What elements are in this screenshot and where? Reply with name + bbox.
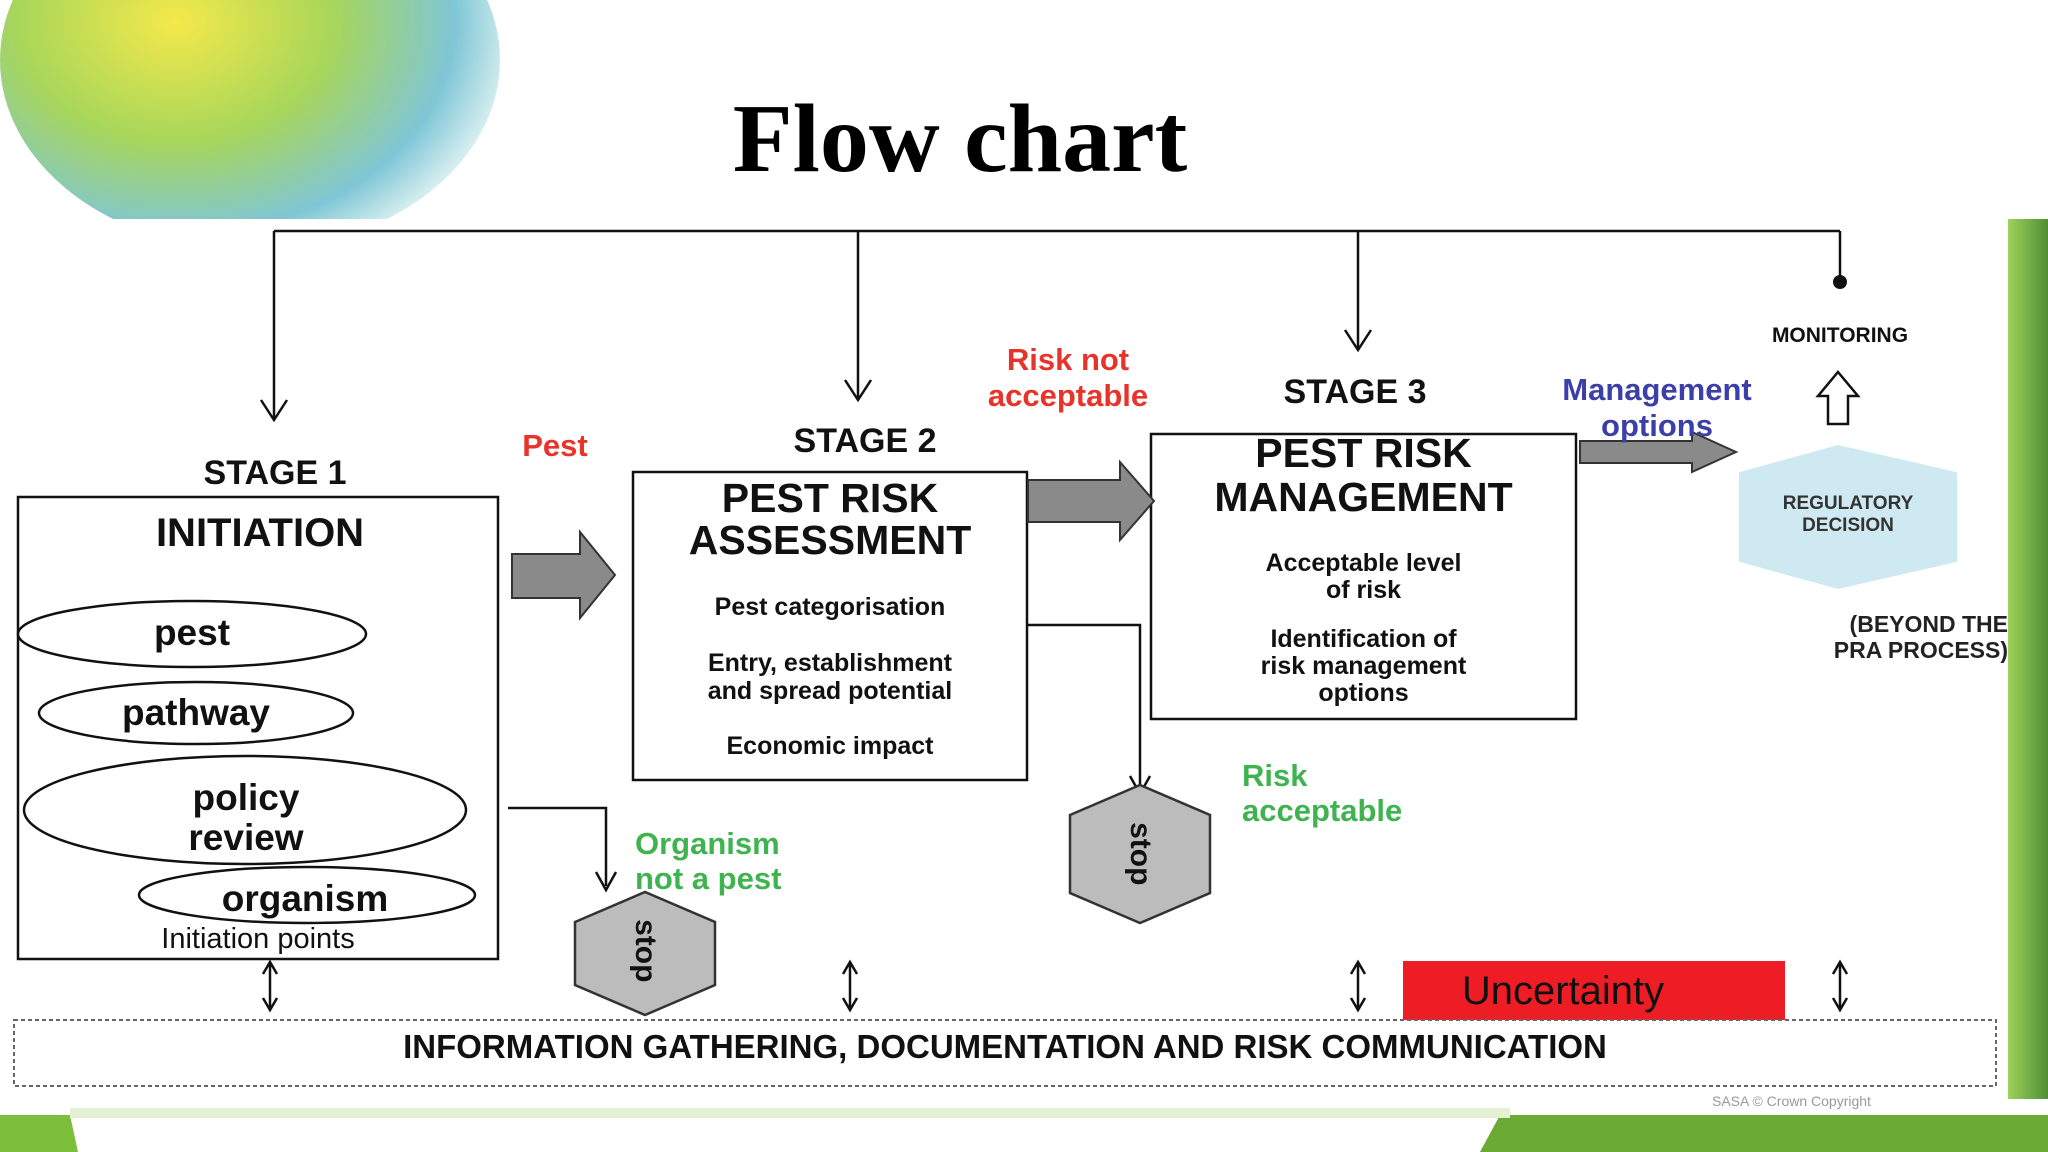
stop-label-1: stop [628, 919, 662, 983]
management-line-1b: of risk [1325, 576, 1402, 604]
ellipse-pest [16, 599, 368, 669]
assessment-line-1: Pest categorisation [714, 593, 946, 621]
arrowhead-initiation-stop [594, 871, 618, 893]
uncertainty-box [1403, 961, 1785, 1022]
initiation-item-review: review [188, 817, 304, 858]
bottom-green-band-right [1480, 1115, 2048, 1152]
connector-initiation-stop [508, 806, 608, 886]
block-arrow-risk-not-acceptable [1027, 459, 1156, 543]
risk-not-acceptable-label-1: Risk not [1006, 342, 1130, 377]
risk-acceptable-label-1: Risk [1242, 758, 1308, 793]
assessment-title-1: PEST RISK [721, 475, 939, 521]
drop-arrowhead-stage3 [1343, 329, 1373, 353]
ellipse-pathway [37, 680, 355, 746]
regulatory-decision-hexagon [1739, 444, 1957, 590]
drop-arrowhead-stage1 [259, 399, 289, 423]
bottom-green-band-left [0, 1115, 78, 1152]
assessment-box [631, 470, 1029, 782]
assessment-line-2a: Entry, establishment [707, 649, 953, 677]
beyond-pra-line-2: PRA PROCESS) [1833, 637, 2008, 663]
ellipse-organism [137, 865, 477, 925]
management-box [1149, 432, 1578, 721]
stage2-label: STAGE 2 [793, 422, 937, 460]
monitoring-dot [1833, 275, 1847, 289]
connector-assessment-stop [1027, 623, 1142, 790]
management-line-2a: Identification of [1270, 625, 1457, 653]
uncertainty-label: Uncertainty [1461, 969, 1665, 1013]
stop-hexagon-2 [1068, 783, 1212, 925]
regulatory-line-1: REGULATORY [1782, 493, 1914, 514]
ellipse-policy-review [22, 754, 468, 866]
double-arrows [261, 959, 1849, 1013]
assessment-line-3: Economic impact [726, 732, 934, 760]
management-options-label-2: options [1601, 408, 1713, 443]
block-arrow-management-options [1579, 430, 1739, 474]
block-arrow-pest [511, 529, 617, 621]
stop-hexagon-1 [573, 890, 717, 1017]
assessment-line-2b: and spread potential [707, 677, 953, 705]
initiation-title: INITIATION [155, 511, 365, 555]
beyond-pra-line-1: (BEYOND THE [1849, 611, 2008, 637]
management-title-2: MANAGEMENT [1214, 474, 1513, 520]
info-bar-frame [13, 1019, 1997, 1087]
copyright-text: SASA © Crown Copyright [1712, 1093, 1871, 1109]
organism-not-pest-label-2: not a pest [635, 861, 782, 896]
initiation-item-policy: policy [192, 777, 300, 818]
right-green-strip [2008, 219, 2048, 1099]
risk-not-acceptable-label-2: acceptable [987, 378, 1149, 413]
bottom-light-band [70, 1108, 1510, 1118]
drop-arrowhead-stage2 [843, 379, 873, 403]
info-bar-label: INFORMATION GATHERING, DOCUMENTATION AND… [403, 1028, 1607, 1065]
hollow-up-arrow [1815, 370, 1861, 426]
assessment-title-2: ASSESSMENT [688, 517, 972, 563]
slide-title: Flow chart [732, 85, 1188, 193]
organism-not-pest-label-1: Organism [635, 826, 780, 861]
risk-acceptable-label-2: acceptable [1242, 793, 1403, 828]
pest-arrow-label: Pest [522, 428, 588, 463]
monitoring-label: MONITORING [1771, 324, 1909, 347]
regulatory-line-2: DECISION [1802, 515, 1894, 536]
management-line-1a: Acceptable level [1265, 549, 1462, 577]
management-line-2c: options [1318, 679, 1409, 707]
globe-decoration [0, 0, 500, 250]
stop-label-2: stop [1123, 822, 1157, 886]
management-options-label-1: Management [1562, 372, 1752, 407]
initiation-item-pathway: pathway [121, 692, 271, 733]
initiation-item-pest: pest [153, 612, 231, 653]
management-title-1: PEST RISK [1255, 430, 1472, 476]
initiation-item-organism: organism [221, 878, 389, 919]
initiation-footer: Initiation points [161, 923, 355, 955]
stage3-label: STAGE 3 [1283, 373, 1427, 411]
stage1-label: STAGE 1 [203, 454, 347, 492]
management-line-2b: risk management [1260, 652, 1467, 680]
